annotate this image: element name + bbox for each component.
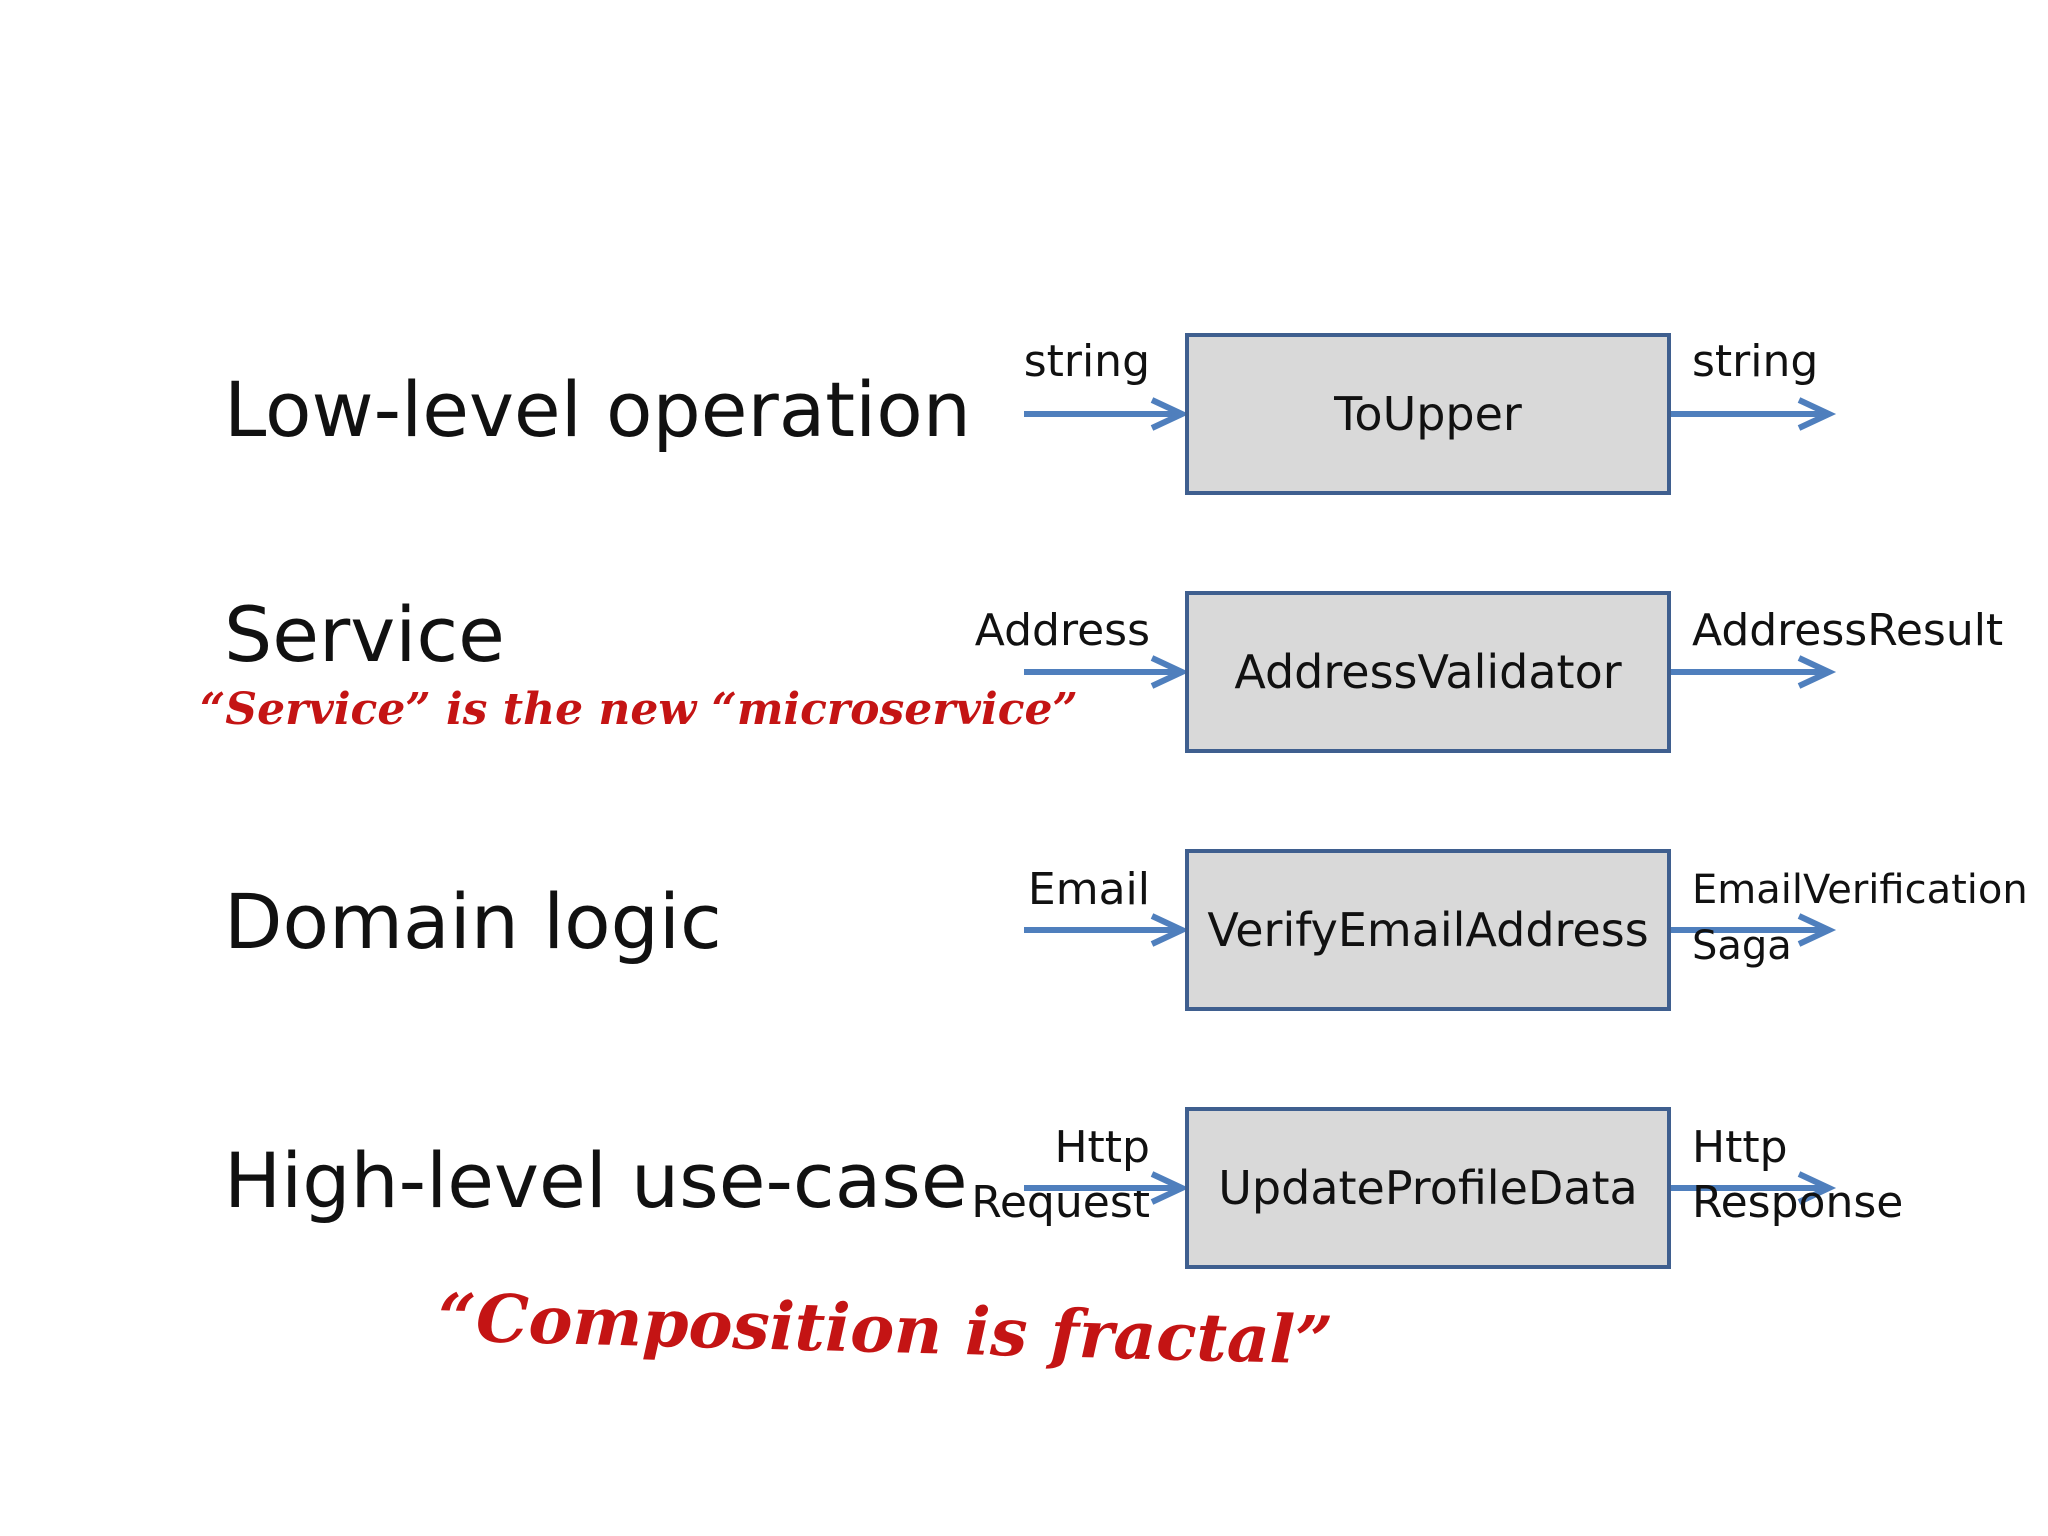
- function-box-label: VerifyEmailAddress: [1207, 903, 1649, 957]
- input-label: Address: [910, 603, 1150, 658]
- row-title-high-level-use-case: High-level use-case: [224, 1136, 968, 1225]
- function-box-addressvalidator: AddressValidator: [1185, 591, 1671, 753]
- output-label-line: Saga: [1692, 923, 1792, 969]
- function-box-toupper: ToUpper: [1185, 333, 1671, 495]
- output-arrow: [1671, 913, 1837, 947]
- output-label: string: [1692, 334, 1818, 389]
- handwritten-note-service: “Service” is the new “microservice”: [200, 684, 1078, 735]
- output-label: AddressResult: [1692, 603, 2003, 658]
- output-arrow: [1671, 397, 1837, 431]
- function-box-updateprofiledata: UpdateProfileData: [1185, 1107, 1671, 1269]
- output-label-line: Http: [1692, 1122, 1788, 1173]
- input-arrow: [1024, 655, 1190, 689]
- output-label-line: string: [1692, 336, 1819, 387]
- output-label: EmailVerification Saga: [1692, 862, 2028, 974]
- input-label-line: Address: [974, 605, 1150, 656]
- input-label-line: Email: [1027, 864, 1150, 915]
- output-label: Http Response: [1692, 1120, 1903, 1230]
- output-label-line: Response: [1692, 1177, 1904, 1228]
- row-title-domain-logic: Domain logic: [224, 877, 722, 966]
- input-label-line: string: [1023, 336, 1150, 387]
- input-arrow: [1024, 1171, 1190, 1205]
- function-box-verifyemailaddress: VerifyEmailAddress: [1185, 849, 1671, 1011]
- output-arrow: [1671, 1171, 1837, 1205]
- handwritten-note-composition: “Composition is fractal”: [437, 1278, 1334, 1380]
- output-label-line: EmailVerification: [1692, 867, 2028, 913]
- function-box-label: AddressValidator: [1234, 645, 1622, 699]
- input-label-line: Http: [1054, 1122, 1150, 1173]
- function-box-label: UpdateProfileData: [1218, 1161, 1638, 1215]
- output-label-line: AddressResult: [1692, 605, 2004, 656]
- function-box-label: ToUpper: [1334, 387, 1522, 441]
- input-arrow: [1024, 913, 1190, 947]
- input-label: string: [910, 334, 1150, 389]
- output-arrow: [1671, 655, 1837, 689]
- row-title-low-level-operation: Low-level operation: [224, 365, 971, 454]
- input-label: Email: [910, 862, 1150, 917]
- row-title-service: Service: [224, 590, 505, 679]
- input-arrow: [1024, 397, 1190, 431]
